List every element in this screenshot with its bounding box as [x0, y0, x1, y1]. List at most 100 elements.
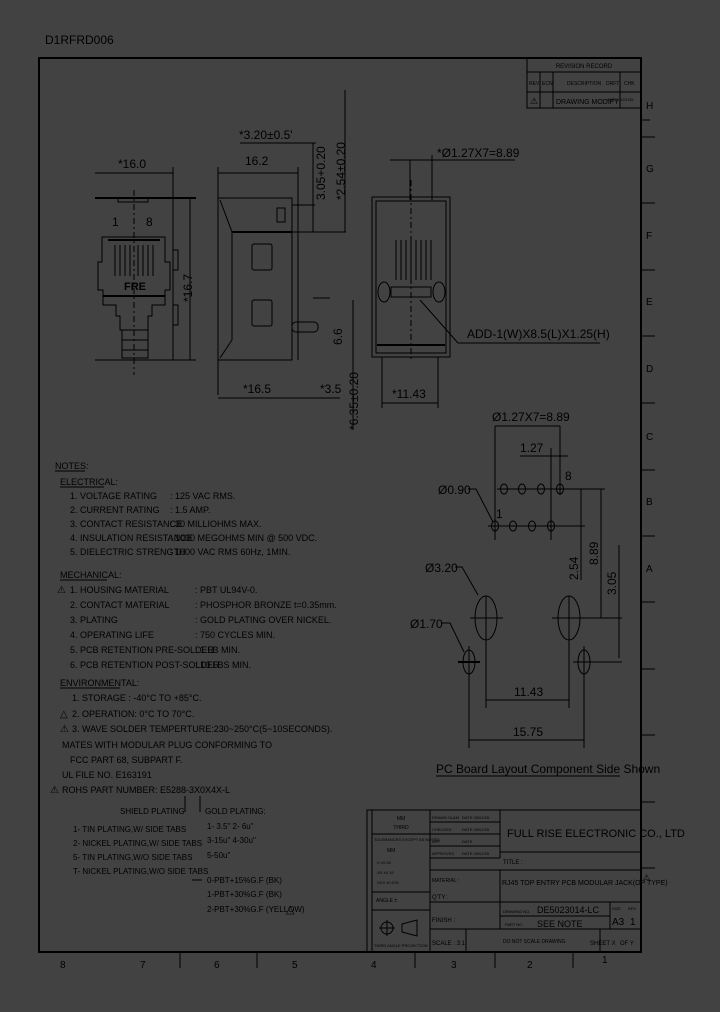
revision-flag-icon: ⚠ [643, 873, 650, 882]
app-date: DATE [462, 839, 473, 844]
note-value: : 125 VAC RMS. [170, 491, 235, 501]
note-value: : GOLD PLATING OVER NICKEL. [195, 615, 331, 625]
do-not-scale-note: DO NOT SCALE DRAWING [503, 939, 566, 945]
projection-symbol-icon [401, 919, 418, 937]
mechanical-title: MECHANICAL: [60, 570, 122, 580]
pcb-dim-889: 8.89 [587, 541, 601, 565]
sheet-size: A3 [612, 917, 625, 928]
row-marker: D [646, 364, 653, 375]
note-value: : 10 LBS MIN. [195, 660, 251, 670]
approved-date: DATE 05/01/05 [462, 851, 490, 856]
shield-plating-title: SHIELD PLATING [120, 807, 185, 816]
rev-header: REV [529, 81, 540, 87]
drawing-frame [38, 57, 642, 953]
side-v4-dim: *6.35±0.20 [347, 372, 361, 430]
note-text: FCC PART 68, SUBPART F. [70, 755, 183, 765]
row-marker: F [646, 231, 652, 242]
size-label: SIZE [612, 906, 621, 911]
rev-label: REV [628, 906, 637, 911]
tol-header: MM [387, 848, 395, 854]
qty-label: Q'TY : [432, 895, 449, 901]
revision-flag-icon: ⚠ [57, 585, 66, 596]
scale: SCALE : 3:1 [432, 941, 466, 947]
pcb-dim-1575: 15.75 [513, 725, 543, 739]
border-row-markers: H G F E D C B A [641, 101, 655, 869]
note-value: : 750 CYCLES MIN. [195, 630, 275, 640]
side-v1-dim: 3.05+0.20 [314, 146, 328, 200]
pcb-hole-small: Ø0.90 [438, 483, 471, 497]
checked-date: DATE 05/01/05 [462, 827, 490, 832]
revision-flag-icon: ⚠ [530, 96, 538, 106]
revision-description: DRAWING MODIFY [556, 99, 619, 106]
revision-title: REVISION RECORD [556, 64, 613, 70]
front-width-dim: *16.0 [118, 157, 146, 171]
note-text: MATES WITH MODULAR PLUG CONFORMING TO [62, 740, 272, 750]
part-no-label: PART NO. [505, 922, 523, 927]
material-label: MATERIAL : [432, 878, 459, 884]
note-value: : 1000 VAC RMS 60Hz, 1MIN. [170, 547, 290, 557]
column-marker: 7 [140, 960, 146, 971]
note-label: 2. CONTACT MATERIAL [70, 600, 170, 610]
column-marker: 6 [214, 960, 220, 971]
side-top-dim: 16.2 [245, 154, 269, 168]
drawn-label: DRAWN SLAM [432, 815, 459, 820]
chk-header: CHK [624, 81, 635, 87]
note-label: 4. INSULATION RESISTANCE [70, 533, 193, 543]
note-label: 3. CONTACT RESISTANCE [70, 519, 182, 529]
finish-label: FINISH : [432, 918, 455, 924]
title-label: TITLE : [503, 860, 523, 866]
pcb-dim-305: 3.05 [605, 571, 619, 595]
column-marker: 1 [602, 955, 608, 966]
gold-option: 1- 3.5" 2- 6u" [207, 822, 254, 831]
revision-record: REVISION RECORD REV ECN DESCRIPTION DRFT… [526, 57, 642, 109]
note-value: : PHOSPHOR BRONZE t=0.35mm. [195, 600, 337, 610]
pcb-hole-peg: Ø1.70 [410, 617, 443, 631]
drawn-date: DATE 05/01/05 [462, 815, 490, 820]
column-marker: 4 [371, 960, 377, 971]
side-bottom-dim: *16.5 [243, 382, 271, 396]
note-label: 2. CURRENT RATING [70, 505, 160, 515]
pcb-pin-8: 8 [565, 469, 572, 483]
pcb-pin-1: 1 [496, 507, 503, 521]
note-text: UL FILE NO. E163191 [62, 770, 152, 780]
front-height-dim: *16.7 [181, 274, 195, 302]
gold-plating-title: GOLD PLATING: [205, 807, 266, 816]
drawing-number: DE5023014-LC [537, 905, 600, 915]
side-bottom2-dim: *3.5 [320, 382, 342, 396]
note-text: 2. OPERATION: 0°C TO 70°C. [72, 709, 194, 719]
revision-flag-icon: △ [286, 904, 295, 916]
electrical-title: ELECTRICAL: [60, 477, 118, 487]
revision-flag-icon: △ [60, 709, 68, 720]
side-v2-dim: *2.54±0.20 [334, 142, 348, 200]
note-value: : 30 MILLIOHMS MAX. [170, 519, 262, 529]
top-view: *Ø1.27X7=8.89 ADD-1(W)X8.5(L)X1.25(H) *1… [371, 146, 610, 408]
note-label: 1. VOLTAGE RATING [70, 491, 157, 501]
add-note: ADD-1(W)X8.5(L)X1.25(H) [467, 327, 610, 341]
note-value: : PBT UL94V-0. [195, 585, 257, 595]
note-label: 4. OPERATING LIFE [70, 630, 154, 640]
note-label: 1. HOUSING MATERIAL [70, 585, 169, 595]
approved-label: APPROVED [432, 851, 454, 856]
housing-option: 1-PBT+30%G.F (BK) [207, 890, 282, 899]
border-column-markers: 8 7 6 5 4 3 2 1 [60, 952, 608, 971]
note-label: 5. DIELECTRIC STRENGTH [70, 547, 186, 557]
checked-label: CHECKED [432, 827, 452, 832]
note-value: : 1.5 AMP. [170, 505, 210, 515]
column-marker: 5 [292, 960, 298, 971]
pcb-dim-1143: 11.43 [514, 685, 543, 699]
row-marker: G [646, 164, 654, 175]
note-label: 5. PCB RETENTION PRE-SOLDER [70, 645, 215, 655]
shield-option: 2- NICKEL PLATING,W/ SIDE TABS [73, 839, 202, 848]
company-name: FULL RISE ELECTRONIC CO., LTD [507, 828, 685, 840]
front-view: *16.0 1 8 FRE *16.7 [95, 157, 196, 375]
column-marker: 3 [451, 960, 457, 971]
row-marker: A [646, 564, 653, 575]
projection-label: THIRD ANGLE PROJECTION [374, 943, 428, 948]
note-value: : 1000 MEGOHMS MIN @ 500 VDC. [170, 533, 317, 543]
pcb-layout: Ø1.27X7=8.89 1.27 8 1 Ø0.90 2.54 8.89 3.… [410, 410, 660, 777]
revision-drafter: AMPM 12/1/05 [607, 97, 634, 102]
row-marker: H [646, 101, 653, 112]
pcb-dim-254: 2.54 [567, 556, 581, 580]
housing-option: 0-PBT+15%G.F (BK) [207, 876, 282, 885]
